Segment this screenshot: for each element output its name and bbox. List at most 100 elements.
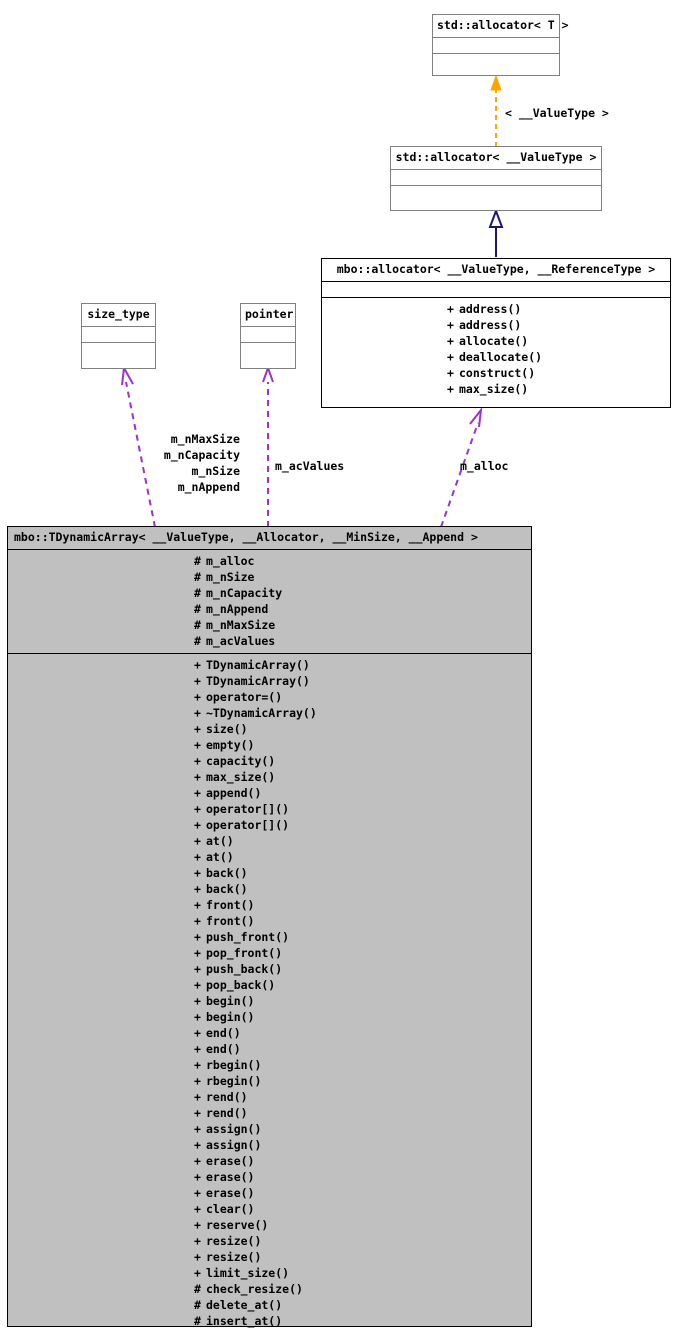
visibility-marker: # <box>194 633 201 648</box>
member-row: + assign() <box>8 1137 531 1153</box>
usage-edge-m-alloc-arrowhead <box>469 406 483 428</box>
member-row: +address() <box>322 317 670 333</box>
visibility-marker: + <box>194 1201 201 1216</box>
member-name: rend() <box>206 1105 248 1120</box>
visibility-marker: + <box>194 657 201 672</box>
visibility-marker: + <box>194 881 201 896</box>
member-row: +rbegin() <box>8 1073 531 1089</box>
member-row: +rend() <box>8 1089 531 1105</box>
visibility-marker: + <box>194 1233 201 1248</box>
member-name: rbegin() <box>206 1073 262 1088</box>
member-row: + resize() <box>8 1249 531 1265</box>
member-name: at() <box>206 849 234 864</box>
visibility-marker: + <box>194 1217 201 1232</box>
member-row: +resize() <box>8 1233 531 1249</box>
visibility-marker: + <box>447 365 454 380</box>
edge-label-line: m_nMaxSize <box>170 432 240 446</box>
member-name: check_resize() <box>206 1281 303 1296</box>
visibility-marker: + <box>447 301 454 316</box>
visibility-marker: + <box>194 1105 201 1120</box>
member-row: +erase() <box>8 1169 531 1185</box>
member-row: #delete_at() <box>8 1297 531 1313</box>
member-row: + construct() <box>322 365 670 381</box>
visibility-marker: + <box>194 1121 201 1136</box>
member-name: end() <box>206 1025 241 1040</box>
member-name: max_size() <box>206 769 276 784</box>
edge-label-line: m_nAppend <box>177 480 240 494</box>
member-name: at() <box>206 833 234 848</box>
class-box-std-allocator-t[interactable]: std::allocator< T > <box>432 14 569 76</box>
member-row: #m_nCapacity <box>8 585 531 601</box>
visibility-marker: # <box>194 1313 201 1328</box>
member-row: + rend() <box>8 1105 531 1121</box>
visibility-marker: + <box>194 913 201 928</box>
class-box-pointer[interactable]: pointer <box>240 303 296 369</box>
class-title: size_type <box>87 307 150 321</box>
methods-compartment: +address() +address() +allocate() +deall… <box>322 296 670 401</box>
visibility-marker: + <box>194 1137 201 1152</box>
fields-compartment <box>433 36 559 53</box>
member-name: operator=() <box>206 689 283 704</box>
member-name: clear() <box>206 1201 255 1216</box>
class-box-mbo-allocator[interactable]: mbo::allocator< __ValueType, __Reference… <box>321 258 671 408</box>
visibility-marker: # <box>194 601 201 616</box>
visibility-marker: + <box>194 817 201 832</box>
member-row: +erase() <box>8 1153 531 1169</box>
member-name: push_front() <box>206 929 290 944</box>
class-title: mbo::allocator< __ValueType, __Reference… <box>336 262 656 276</box>
class-box-tdynamicarray[interactable]: mbo::TDynamicArray< __ValueType, __Alloc… <box>7 526 532 1328</box>
member-row: +operator[]() <box>8 801 531 817</box>
member-name: end() <box>206 1041 241 1056</box>
methods-compartment <box>433 52 559 69</box>
member-name: rbegin() <box>206 1057 262 1072</box>
class-title: pointer <box>245 307 294 321</box>
visibility-marker: + <box>194 849 201 864</box>
member-row: +limit_size() <box>8 1265 531 1281</box>
inheritance-arrowhead <box>488 208 504 228</box>
member-name: assign() <box>206 1137 262 1152</box>
fields-compartment <box>391 168 601 185</box>
visibility-marker: + <box>194 897 201 912</box>
member-row: +rbegin() <box>8 1057 531 1073</box>
methods-compartment <box>241 341 295 358</box>
member-name: begin() <box>206 993 255 1008</box>
member-name: empty() <box>206 737 255 752</box>
member-row: +max_size() <box>322 381 670 397</box>
visibility-marker: # <box>194 1297 201 1312</box>
visibility-marker: + <box>194 689 201 704</box>
visibility-marker: + <box>194 1009 201 1024</box>
visibility-marker: + <box>194 929 201 944</box>
member-name: TDynamicArray() <box>206 657 310 672</box>
member-name: ~TDynamicArray() <box>206 705 317 720</box>
visibility-marker: # <box>194 585 201 600</box>
member-name: m_nAppend <box>206 601 269 616</box>
member-name: m_nMaxSize <box>206 617 276 632</box>
visibility-marker: + <box>194 961 201 976</box>
usage-edge-m-alloc <box>440 422 479 528</box>
member-name: construct() <box>459 365 536 380</box>
member-name: erase() <box>206 1185 255 1200</box>
member-row: #m_alloc <box>8 553 531 569</box>
methods-compartment <box>82 341 155 358</box>
member-row: +push_back() <box>8 961 531 977</box>
member-row: + operator=() <box>8 689 531 705</box>
member-row: +end() <box>8 1025 531 1041</box>
member-row: +pop_front() <box>8 945 531 961</box>
visibility-marker: + <box>194 1249 201 1264</box>
member-name: TDynamicArray() <box>206 673 310 688</box>
member-name: resize() <box>206 1249 262 1264</box>
member-row: #m_nMaxSize <box>8 617 531 633</box>
member-name: operator[]() <box>206 817 290 832</box>
member-row: +deallocate() <box>322 349 670 365</box>
visibility-marker: + <box>194 833 201 848</box>
member-name: size() <box>206 721 248 736</box>
class-box-size-type[interactable]: size_type <box>81 303 156 369</box>
class-box-std-allocator-valuetype[interactable]: std::allocator< __ValueType > <box>390 146 602 211</box>
member-name: m_acValues <box>206 633 276 648</box>
member-name: capacity() <box>206 753 276 768</box>
visibility-marker: + <box>194 1153 201 1168</box>
fields-compartment <box>241 325 295 342</box>
member-row: +reserve() <box>8 1217 531 1233</box>
member-row: +assign() <box>8 1121 531 1137</box>
